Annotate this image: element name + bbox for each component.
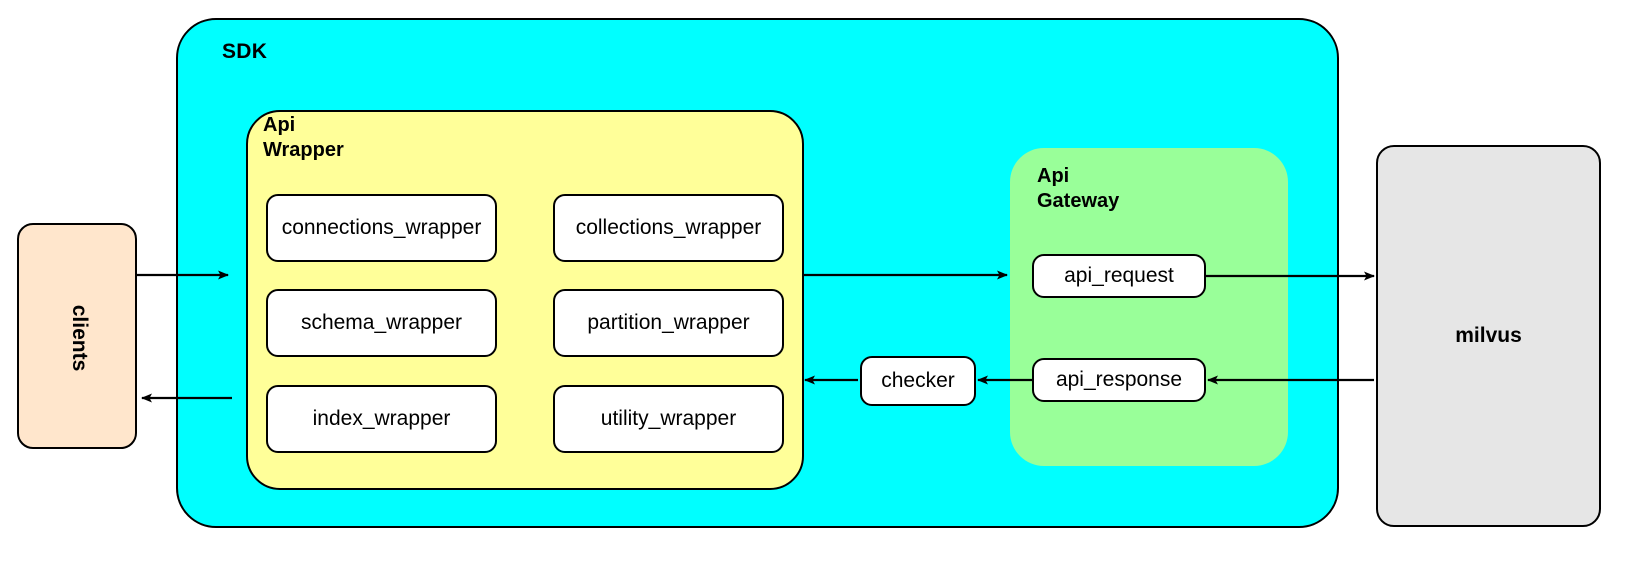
module-partition-wrapper[interactable]: partition_wrapper bbox=[553, 289, 784, 357]
api-gateway-label: Api Gateway bbox=[1037, 165, 1120, 212]
module-api-request[interactable]: api_request bbox=[1032, 254, 1206, 298]
module-connections-wrapper[interactable]: connections_wrapper bbox=[266, 194, 497, 262]
module-utility-wrapper[interactable]: utility_wrapper bbox=[553, 385, 784, 453]
module-schema-wrapper[interactable]: schema_wrapper bbox=[266, 289, 497, 357]
clients-label: clients bbox=[68, 304, 91, 372]
module-collections-wrapper[interactable]: collections_wrapper bbox=[553, 194, 784, 262]
checker-node[interactable]: checker bbox=[860, 356, 976, 406]
clients-node[interactable]: clients bbox=[17, 223, 137, 449]
api-wrapper-label: Api Wrapper bbox=[263, 114, 344, 161]
module-api-response[interactable]: api_response bbox=[1032, 358, 1206, 402]
api-gateway-container bbox=[1010, 148, 1288, 466]
sdk-label: SDK bbox=[222, 40, 268, 63]
milvus-node[interactable]: milvus bbox=[1376, 145, 1601, 527]
module-index-wrapper[interactable]: index_wrapper bbox=[266, 385, 497, 453]
